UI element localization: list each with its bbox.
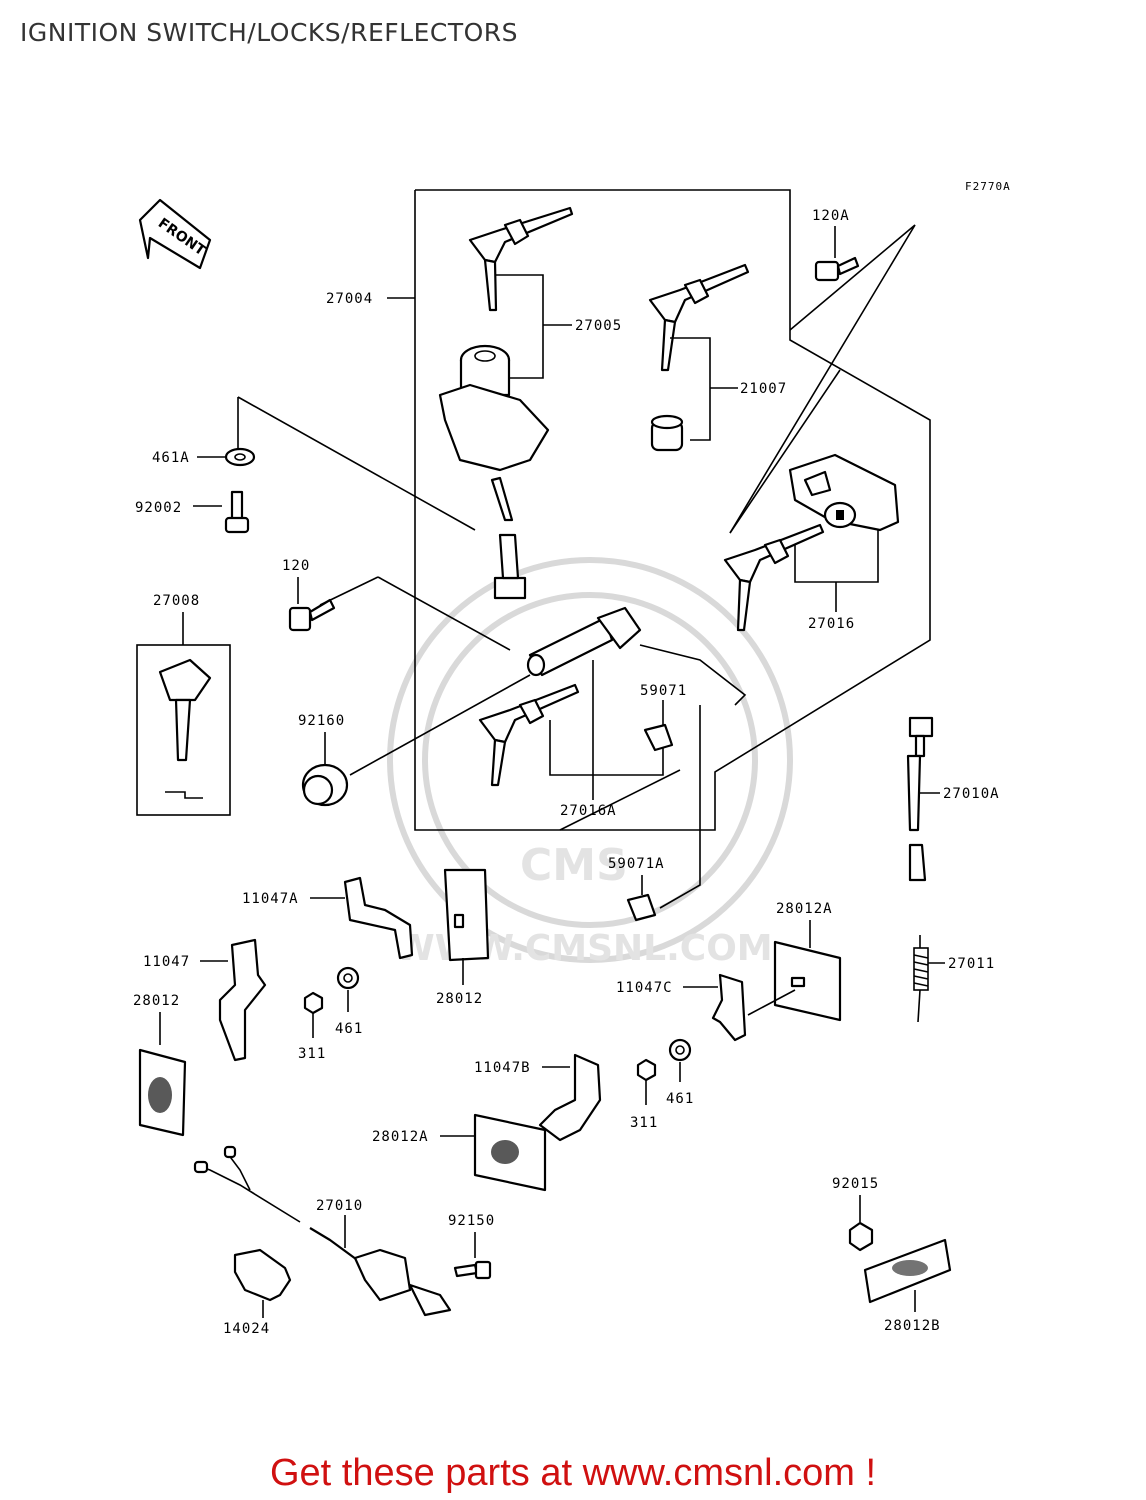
label-11047: 11047 <box>143 954 190 970</box>
label-120A: 120A <box>812 208 850 224</box>
bolt-leader <box>377 576 511 651</box>
clip-icon <box>626 893 657 922</box>
stop-switch-icon <box>193 1145 452 1317</box>
assembly-outline <box>414 189 931 831</box>
nut-icon <box>303 991 324 1015</box>
bracket-icon <box>538 1053 602 1142</box>
leader-27005 <box>495 274 544 379</box>
label-311-left: 311 <box>298 1046 326 1062</box>
key-icon <box>468 206 574 312</box>
leader-59071A <box>659 705 701 909</box>
label-28012-left: 28012 <box>133 993 180 1009</box>
bolt-icon <box>453 1260 492 1280</box>
footer-link[interactable]: Get these parts at www.cmsnl.com ! <box>269 1452 877 1494</box>
bracket-icon <box>343 876 414 960</box>
label-28012B: 28012B <box>884 1318 941 1334</box>
lock-cylinder-icon <box>650 414 684 452</box>
key-icon <box>723 523 825 632</box>
label-461A: 461A <box>152 450 190 466</box>
label-27010A: 27010A <box>943 786 1000 802</box>
label-28012-mid: 28012 <box>436 991 483 1007</box>
diagram-code: F2770A <box>965 180 1011 193</box>
label-14024: 14024 <box>223 1321 270 1337</box>
label-11047C: 11047C <box>616 980 673 996</box>
label-11047A: 11047A <box>242 891 299 907</box>
bolt-icon <box>224 490 250 534</box>
lock-outline-edge <box>729 369 841 534</box>
label-27008: 27008 <box>153 593 200 609</box>
label-28012A-top: 28012A <box>776 901 833 917</box>
bracket-icon <box>711 973 747 1042</box>
label-27004: 27004 <box>326 291 373 307</box>
reflector-icon <box>473 1113 547 1192</box>
label-92160: 92160 <box>298 713 345 729</box>
label-27011: 27011 <box>948 956 995 972</box>
key-icon <box>648 263 750 372</box>
bracket-icon <box>218 938 267 1062</box>
clip-icon <box>643 723 674 752</box>
spring-icon <box>913 935 929 1023</box>
leader-27016A <box>549 720 664 776</box>
page-title: IGNITION SWITCH/LOCKS/REFLECTORS <box>20 18 519 47</box>
bolt-icon <box>814 256 860 282</box>
nut-icon <box>636 1058 657 1082</box>
label-21007: 21007 <box>740 381 787 397</box>
label-11047B: 11047B <box>474 1060 531 1076</box>
washer-icon <box>224 447 256 467</box>
key-blank-icon <box>158 658 212 799</box>
label-28012A-bottom: 28012A <box>372 1129 429 1145</box>
label-59071: 59071 <box>640 683 687 699</box>
label-461-left: 461 <box>335 1021 363 1037</box>
label-92002: 92002 <box>135 500 182 516</box>
key-blank-box <box>136 644 231 816</box>
seat-lock-icon <box>788 453 900 532</box>
leader-21007 <box>670 337 711 441</box>
switch-leader <box>237 396 476 531</box>
ignition-switch-icon <box>438 344 550 600</box>
seat-switch-icon <box>906 716 934 882</box>
reflector-icon <box>138 1048 187 1137</box>
label-59071A: 59071A <box>608 856 665 872</box>
washer-icon <box>336 966 360 990</box>
switch-cover-icon <box>233 1248 292 1302</box>
parts-diagram: CMS WWW.CMSNL.COM F2770A FRONT 27005 270… <box>133 180 1011 1337</box>
watermark-logo: CMS <box>520 840 628 891</box>
label-92150: 92150 <box>448 1213 495 1229</box>
key-icon <box>478 683 580 787</box>
lock-outline <box>729 224 916 534</box>
reflector-icon <box>773 940 842 1022</box>
front-arrow-icon: FRONT <box>138 198 212 270</box>
lock-rod-icon <box>526 606 747 706</box>
outline-edge <box>559 769 681 831</box>
nut-icon <box>848 1221 874 1252</box>
reflector-icon <box>443 868 490 962</box>
label-120: 120 <box>282 558 310 574</box>
grommet-icon <box>301 763 349 807</box>
label-461-right: 461 <box>666 1091 694 1107</box>
label-27010: 27010 <box>316 1198 363 1214</box>
reflector-icon <box>863 1238 952 1304</box>
label-27016: 27016 <box>808 616 855 632</box>
label-27005: 27005 <box>575 318 622 334</box>
washer-icon <box>668 1038 692 1062</box>
label-92015: 92015 <box>832 1176 879 1192</box>
label-311-right: 311 <box>630 1115 658 1131</box>
bolt-icon <box>288 598 336 632</box>
label-27016A: 27016A <box>560 803 617 819</box>
